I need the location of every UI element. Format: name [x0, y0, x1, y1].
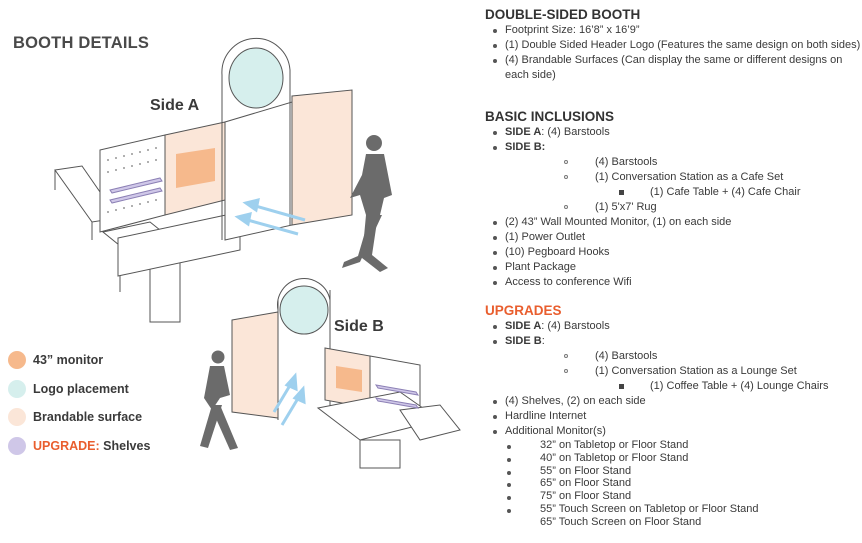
list-item: Additional Monitor(s): [485, 424, 862, 439]
legend-label: UPGRADE: Shelves: [33, 439, 150, 453]
basic-inclusions-heading: BASIC INCLUSIONS: [485, 109, 615, 124]
side-a-label: Side A: [150, 97, 200, 114]
basic-inclusions-list: SIDE A: (4) Barstools SIDE B: (4) Barsto…: [485, 125, 862, 290]
list-item: (10) Pegboard Hooks: [485, 245, 862, 260]
list-item: (4) Barstools: [485, 155, 862, 170]
list-item: (1) Cafe Table + (4) Cafe Chair: [485, 185, 862, 200]
person-icon: [342, 135, 392, 272]
list-item: (4) Brandable Surfaces (Can display the …: [485, 53, 862, 83]
list-item: 55” Touch Screen on Tabletop or Floor St…: [485, 503, 862, 516]
side-a-tag: SIDE A: [505, 320, 542, 332]
list-item: 75” on Floor Stand: [485, 490, 862, 503]
double-sided-heading: DOUBLE-SIDED BOOTH: [485, 7, 641, 22]
side-a-text: : (4) Barstools: [541, 320, 610, 332]
booth-illustration-panel: BOOTH DETAILS: [8, 34, 461, 469]
upgrades-heading: UPGRADES: [485, 303, 562, 318]
legend-item-logo: Logo placement: [8, 375, 150, 404]
list-item: (1) Power Outlet: [485, 230, 862, 245]
list-item: Plant Package: [485, 260, 862, 275]
page-title: BOOTH DETAILS: [13, 34, 150, 52]
logo-swatch: [8, 379, 26, 398]
person-icon: [200, 350, 238, 450]
list-item: Footprint Size: 16’8” x 16’9”: [485, 23, 862, 38]
side-b-colon: :: [541, 335, 545, 347]
list-item: (4) Barstools: [485, 349, 862, 364]
legend-item-brandable: Brandable surface: [8, 403, 150, 432]
legend-item-shelves: UPGRADE: Shelves: [8, 432, 150, 461]
list-item: Hardline Internet: [485, 409, 862, 424]
legend-label: Logo placement: [33, 381, 129, 396]
monitor-swatch: [8, 351, 26, 370]
legend-label: Brandable surface: [33, 410, 143, 425]
list-item: (1) Conversation Station as a Cafe Set: [485, 170, 862, 185]
list-item: SIDE A: (4) Barstools: [485, 319, 862, 334]
side-b-tag: SIDE B:: [505, 141, 546, 153]
list-item: SIDE A: (4) Barstools: [485, 125, 862, 140]
side-b-label: Side B: [334, 318, 384, 335]
legend-item-monitor: 43” monitor: [8, 346, 150, 375]
list-item: Access to conference Wifi: [485, 275, 862, 290]
upgrade-prefix: UPGRADE:: [33, 438, 100, 453]
side-a-text: : (4) Barstools: [541, 126, 610, 138]
shelves-label: Shelves: [99, 438, 151, 453]
monitor-side-a: [176, 148, 215, 188]
list-item: SIDE B:: [485, 334, 862, 349]
booth-side-a-illustration: [54, 37, 461, 469]
list-item: 32” on Tabletop or Floor Stand: [485, 439, 862, 452]
list-item: (1) Coffee Table + (4) Lounge Chairs: [485, 379, 862, 394]
list-item: (4) Shelves, (2) on each side: [485, 394, 862, 409]
side-a-tag: SIDE A: [505, 126, 542, 138]
list-item: (1) 5'x7' Rug: [485, 200, 862, 215]
upgrades-list: SIDE A: (4) Barstools SIDE B: (4) Barsto…: [485, 319, 862, 529]
list-item: (2) 43” Wall Mounted Monitor, (1) on eac…: [485, 215, 862, 230]
monitor-side-b: [336, 366, 362, 392]
details-panel: DOUBLE-SIDED BOOTH Footprint Size: 16’8”…: [485, 0, 862, 543]
legend: 43” monitor Logo placement Brandable sur…: [8, 346, 150, 460]
double-sided-list: Footprint Size: 16’8” x 16’9” (1) Double…: [485, 23, 862, 83]
legend-label: 43” monitor: [33, 353, 104, 368]
list-item: SIDE B:: [485, 140, 862, 155]
brandable-swatch: [8, 408, 26, 427]
list-item: 40” on Tabletop or Floor Stand: [485, 452, 862, 465]
list-item: 65” on Floor Stand: [485, 477, 862, 490]
list-item: 65” Touch Screen on Floor Stand: [540, 515, 702, 528]
list-item: 55” on Floor Stand: [485, 465, 862, 478]
list-item: (1) Conversation Station as a Lounge Set: [485, 364, 862, 379]
side-b-tag: SIDE B: [505, 335, 542, 347]
list-item: (1) Double Sided Header Logo (Features t…: [485, 38, 862, 53]
shelves-swatch: [8, 436, 26, 455]
